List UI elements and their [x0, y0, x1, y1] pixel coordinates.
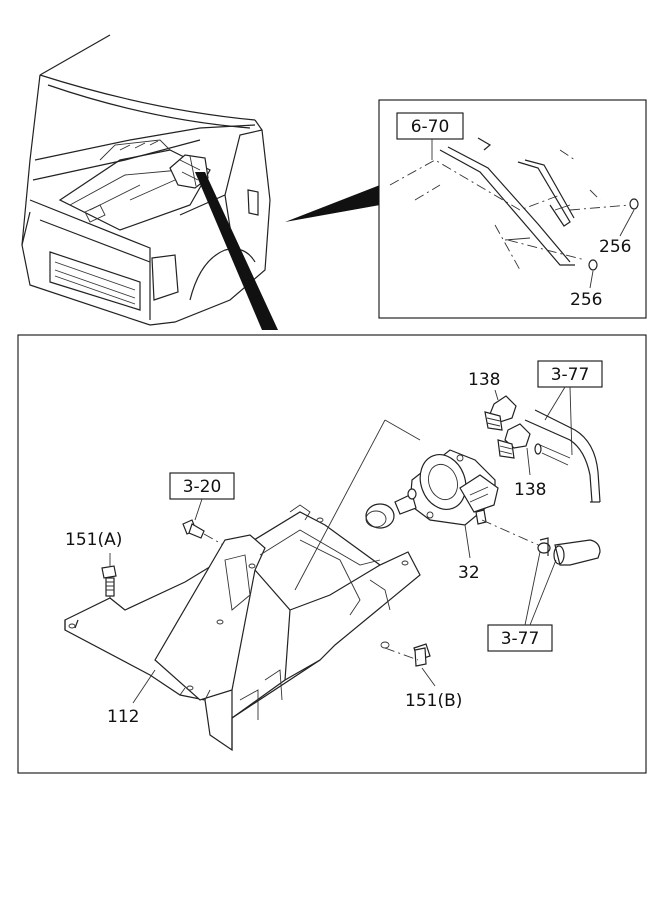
ref-box-3-20: [169, 472, 235, 500]
detail-box-main: 3-77 3-77 3-20: [17, 334, 647, 774]
part-label-138-a: 138: [468, 370, 500, 390]
part-label-151b: 151(B): [405, 691, 462, 711]
part-label-151a: 151(A): [65, 530, 122, 550]
elbow-fitting-138-a: [484, 395, 517, 431]
part-label-138-b: 138: [514, 480, 546, 500]
ref-label-3-20: 3-20: [183, 477, 222, 497]
truck-overview: [21, 34, 380, 330]
bolt-151b: [413, 643, 431, 667]
part-label-256-a: 256: [599, 237, 631, 257]
hose-clamp: [537, 537, 551, 556]
ref-box-6-70: [396, 112, 464, 140]
bolt-3-20: [182, 519, 205, 539]
part-label-256-b: 256: [570, 290, 602, 310]
valve-assembly-32: [365, 449, 499, 529]
ref-box-3-77-bottom: [487, 624, 553, 652]
ref-label-3-77-bottom: 3-77: [501, 629, 540, 649]
ref-label-3-77-top: 3-77: [551, 365, 590, 385]
part-label-112: 112: [107, 707, 139, 727]
o-ring-256-a: [629, 198, 639, 210]
bracket-112: [64, 504, 421, 752]
elbow-fitting-138-b: [497, 423, 531, 459]
bolt-151a: [101, 565, 117, 597]
ref-label-6-70: 6-70: [411, 117, 450, 137]
detail-box-top: 6-70 256 256: [378, 99, 647, 319]
part-label-32: 32: [458, 563, 480, 583]
o-ring-256-b: [588, 259, 598, 271]
